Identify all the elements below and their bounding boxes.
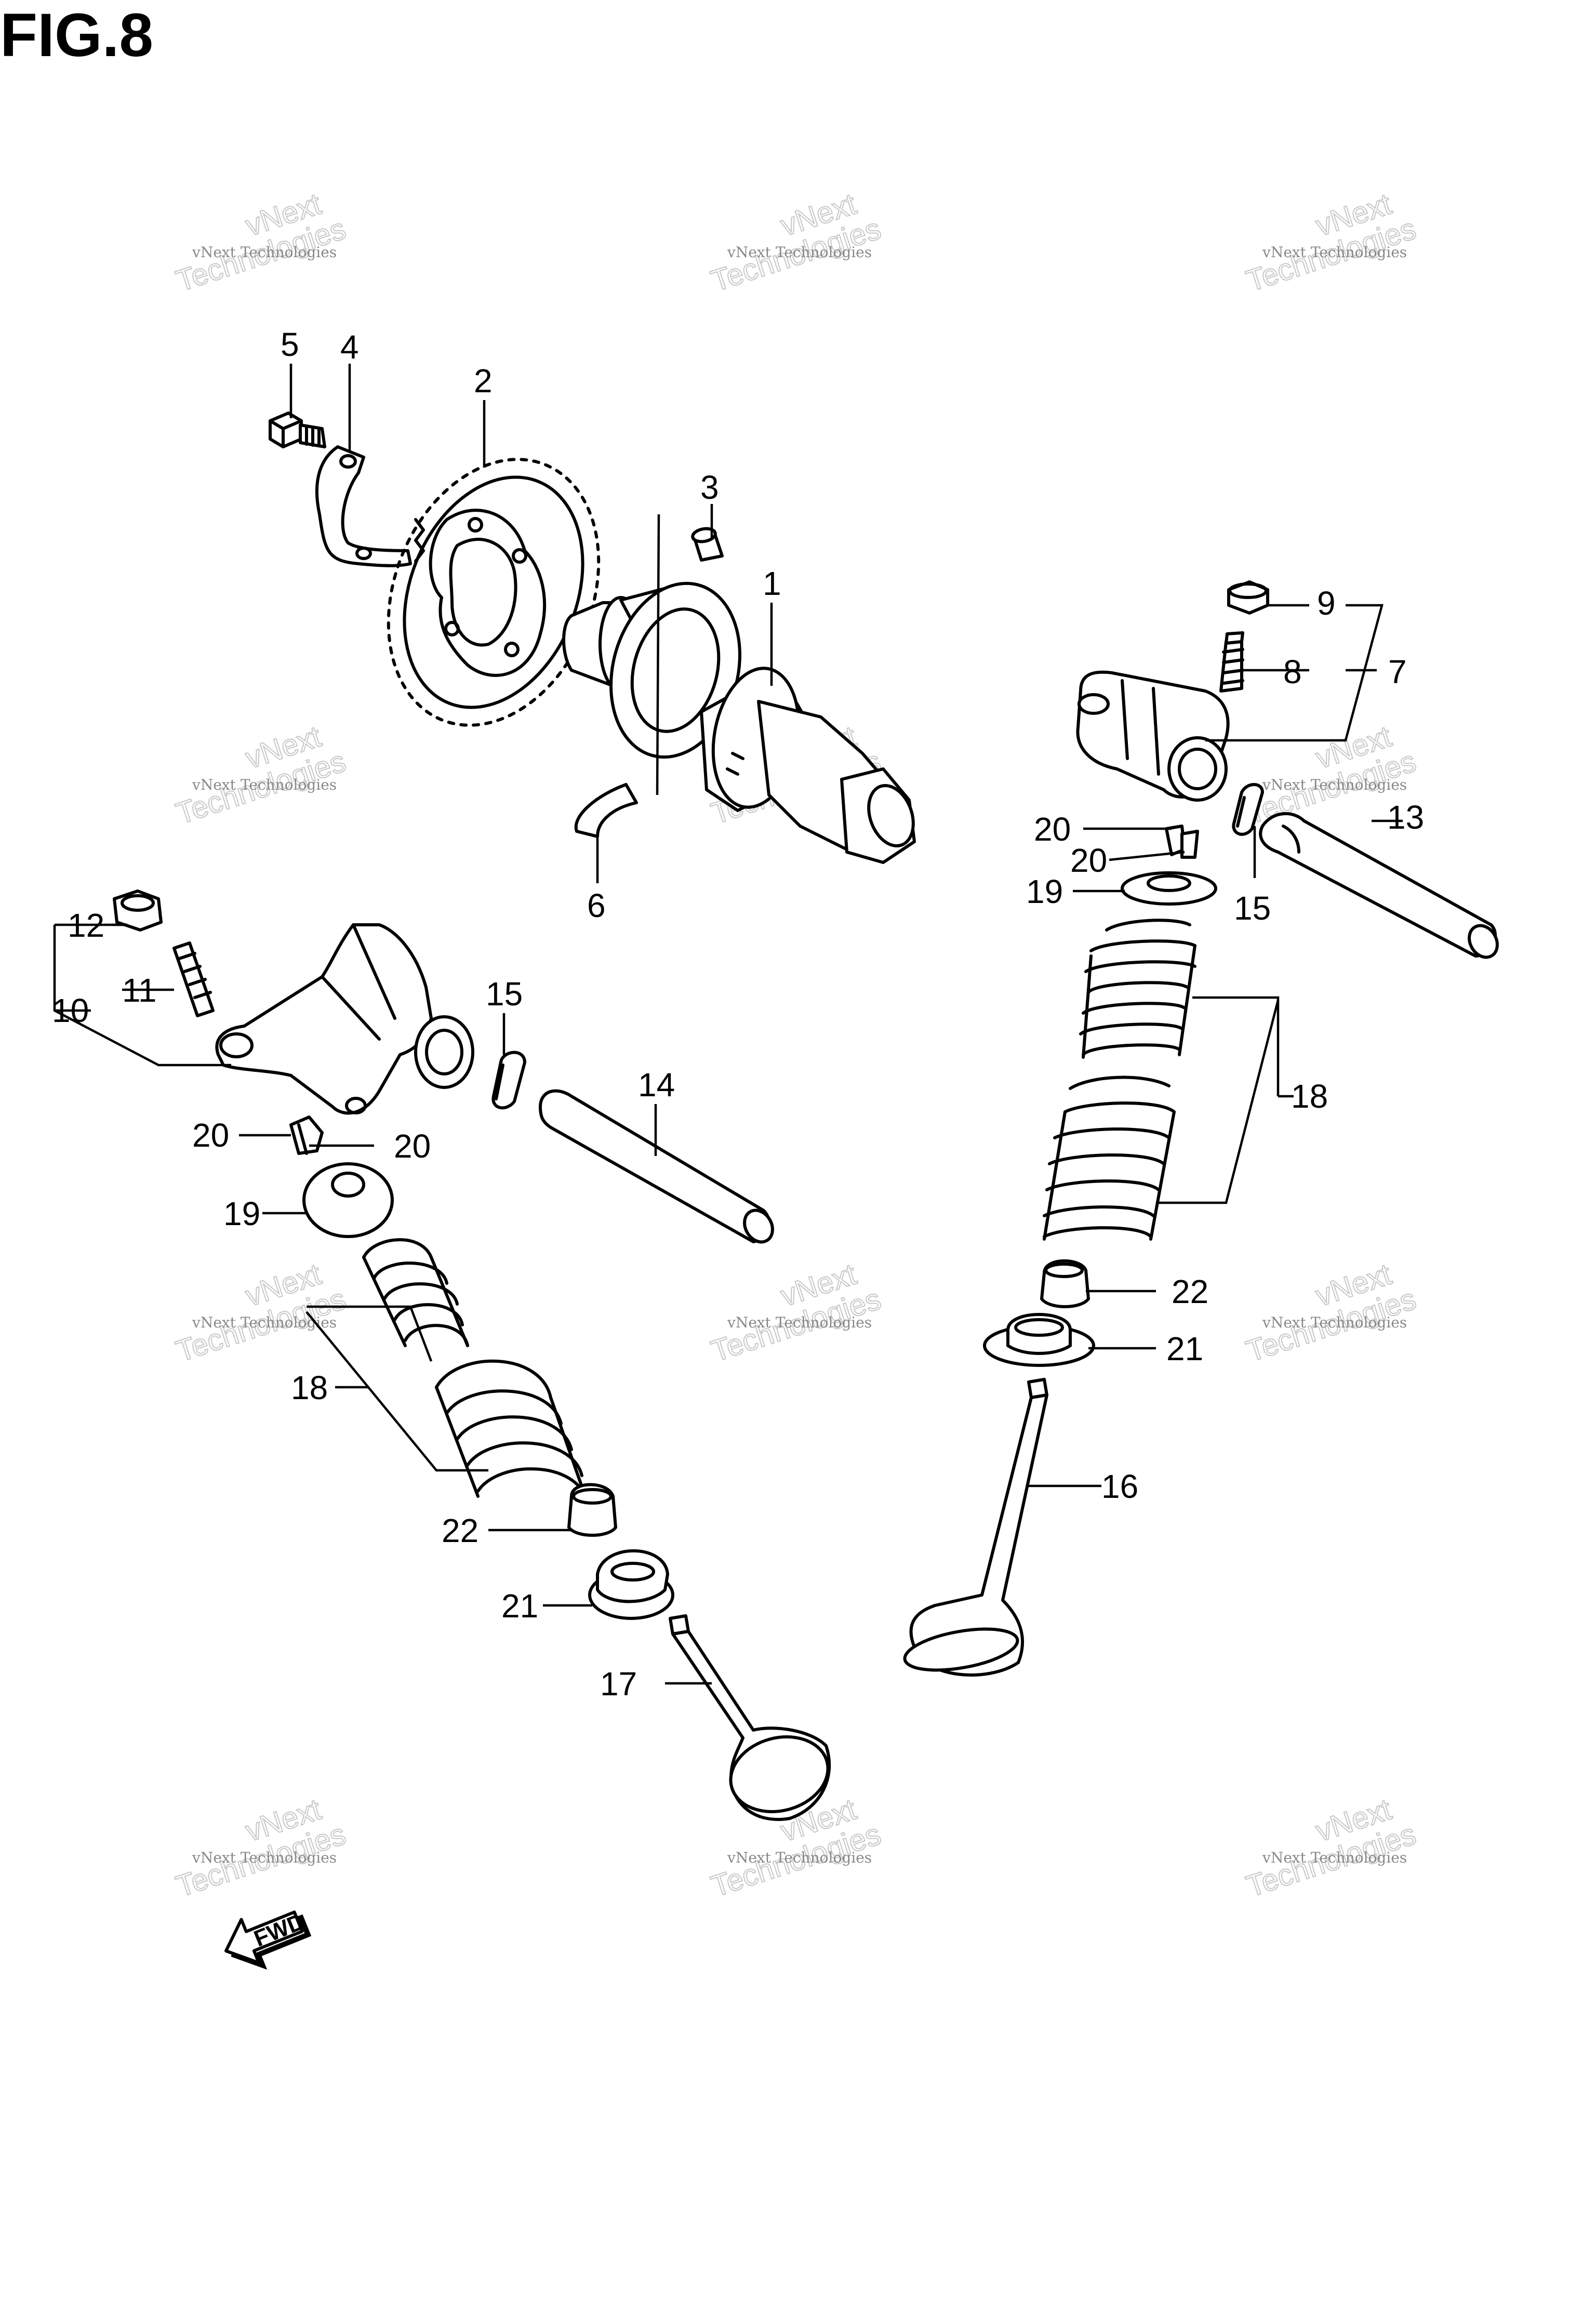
callout-22-right: 22 — [1172, 1273, 1208, 1310]
callout-20-left-b: 20 — [394, 1127, 431, 1165]
part-clip-6[interactable] — [574, 783, 638, 838]
fwd-arrow-icon: FWD — [224, 1909, 312, 1970]
callout-4: 4 — [340, 328, 359, 366]
part-retainer-19-right[interactable] — [1121, 871, 1217, 906]
callout-8: 8 — [1283, 653, 1302, 690]
svg-text:vNext Technologies: vNext Technologies — [192, 1314, 337, 1331]
watermark: Technologies vNext vNext Technologies — [171, 187, 350, 299]
part-rocker-shaft-13[interactable] — [1259, 812, 1502, 962]
svg-text:vNext Technologies: vNext Technologies — [192, 244, 337, 261]
svg-text:vNext Technologies: vNext Technologies — [192, 1849, 337, 1866]
part-bolt-5[interactable] — [269, 411, 326, 448]
watermark: Technologies vNext vNext Technologies — [1242, 1257, 1420, 1369]
part-cotters-20-right[interactable] — [1165, 825, 1199, 859]
callout-5: 5 — [281, 326, 299, 363]
callout-18-left: 18 — [291, 1369, 328, 1406]
callout-19-left: 19 — [223, 1195, 260, 1232]
callout-3: 3 — [700, 469, 719, 506]
part-nut-9[interactable] — [1227, 580, 1269, 615]
part-seal-22-right[interactable] — [1040, 1259, 1090, 1308]
part-rocker-shaft-14[interactable] — [539, 1089, 778, 1247]
callout-15-right: 15 — [1234, 889, 1271, 927]
watermark: Technologies vNext vNext Technologies — [171, 1257, 350, 1369]
watermark: Technologies vNext vNext Technologies — [707, 187, 885, 299]
callout-15-left: 15 — [486, 975, 523, 1013]
part-seat-21-left[interactable] — [588, 1549, 674, 1620]
callout-18-right: 18 — [1291, 1078, 1328, 1115]
callout-1: 1 — [763, 565, 781, 602]
callouts: 1 2 3 4 5 6 7 8 9 10 11 12 13 14 15 15 1… — [52, 326, 1424, 1703]
callout-7: 7 — [1388, 653, 1407, 690]
figure-title: FIG.8 — [0, 1, 153, 70]
callout-12: 12 — [68, 907, 104, 944]
svg-text:vNext Technologies: vNext Technologies — [727, 244, 872, 261]
watermark: Technologies vNext vNext Technologies — [171, 719, 350, 831]
part-nut-12[interactable] — [113, 889, 163, 932]
watermark: Technologies vNext vNext Technologies — [1242, 1792, 1420, 1904]
part-retainer-19-left[interactable] — [302, 1162, 394, 1238]
callout-19-right: 19 — [1026, 873, 1063, 910]
part-springs-18-right[interactable] — [1043, 919, 1196, 1241]
part-rocker-arm-10[interactable] — [215, 923, 474, 1115]
callout-22-left: 22 — [442, 1512, 478, 1549]
svg-text:vNext Technologies: vNext Technologies — [1262, 244, 1407, 261]
part-clip-15-right[interactable] — [1232, 783, 1264, 836]
leader-lines — [53, 364, 1403, 1685]
callout-9: 9 — [1317, 584, 1336, 622]
callout-2: 2 — [474, 362, 493, 400]
svg-text:vNext Technologies: vNext Technologies — [1262, 776, 1407, 793]
watermark: Technologies vNext vNext Technologies — [171, 1792, 350, 1904]
callout-16: 16 — [1101, 1468, 1138, 1505]
part-screw-11[interactable] — [172, 941, 215, 1017]
part-seal-22-left[interactable] — [567, 1483, 617, 1537]
part-cam-sprocket-2[interactable] — [351, 428, 637, 757]
callout-14: 14 — [638, 1066, 675, 1104]
watermark: Technologies vNext vNext Technologies — [707, 1257, 885, 1369]
part-cotters-20-left[interactable] — [289, 1115, 324, 1155]
callout-6: 6 — [587, 887, 606, 924]
part-clip-15-left[interactable] — [491, 1051, 526, 1110]
svg-text:vNext Technologies: vNext Technologies — [727, 1314, 872, 1331]
callout-10: 10 — [52, 992, 89, 1029]
callout-13: 13 — [1387, 799, 1424, 836]
part-valve-16[interactable] — [902, 1378, 1048, 1678]
callout-11: 11 — [122, 972, 156, 1009]
callout-20-right-b: 20 — [1070, 842, 1107, 879]
svg-text:vNext Technologies: vNext Technologies — [1262, 1849, 1407, 1866]
part-valve-17[interactable] — [669, 1614, 836, 1822]
part-seat-21-right[interactable] — [983, 1313, 1095, 1367]
svg-text:vNext Technologies: vNext Technologies — [727, 1849, 872, 1866]
part-screw-8[interactable] — [1219, 631, 1244, 693]
callout-20-left-a: 20 — [192, 1117, 229, 1154]
callout-17: 17 — [600, 1665, 637, 1703]
part-rocker-arm-7[interactable] — [1076, 670, 1230, 802]
part-pin-3[interactable] — [691, 527, 724, 562]
part-bracket-4[interactable] — [315, 445, 412, 567]
callout-21-left: 21 — [501, 1587, 538, 1625]
svg-text:vNext Technologies: vNext Technologies — [1262, 1314, 1407, 1331]
part-springs-18-left[interactable] — [362, 1238, 589, 1503]
svg-text:vNext Technologies: vNext Technologies — [192, 776, 337, 793]
watermark: Technologies vNext vNext Technologies — [1242, 187, 1420, 299]
callout-20-right-a: 20 — [1034, 810, 1071, 848]
part-camshaft-1[interactable] — [562, 569, 921, 864]
callout-21-right: 21 — [1166, 1330, 1203, 1367]
